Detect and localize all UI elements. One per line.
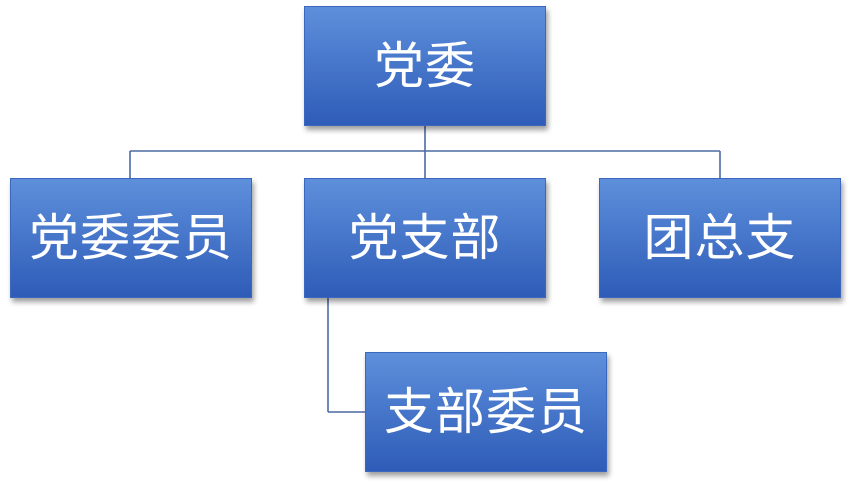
node-committee-members: 党委委员 xyxy=(10,178,252,298)
node-branch-members: 支部委员 xyxy=(365,352,607,472)
node-label: 党支部 xyxy=(348,209,502,267)
node-party-branch: 党支部 xyxy=(304,178,546,298)
node-label: 党委 xyxy=(374,37,476,95)
node-label: 党委委员 xyxy=(29,209,233,267)
node-party-committee: 党委 xyxy=(304,6,546,126)
node-youth-league-branch: 团总支 xyxy=(599,178,841,298)
node-label: 团总支 xyxy=(643,209,797,267)
node-label: 支部委员 xyxy=(384,383,588,441)
